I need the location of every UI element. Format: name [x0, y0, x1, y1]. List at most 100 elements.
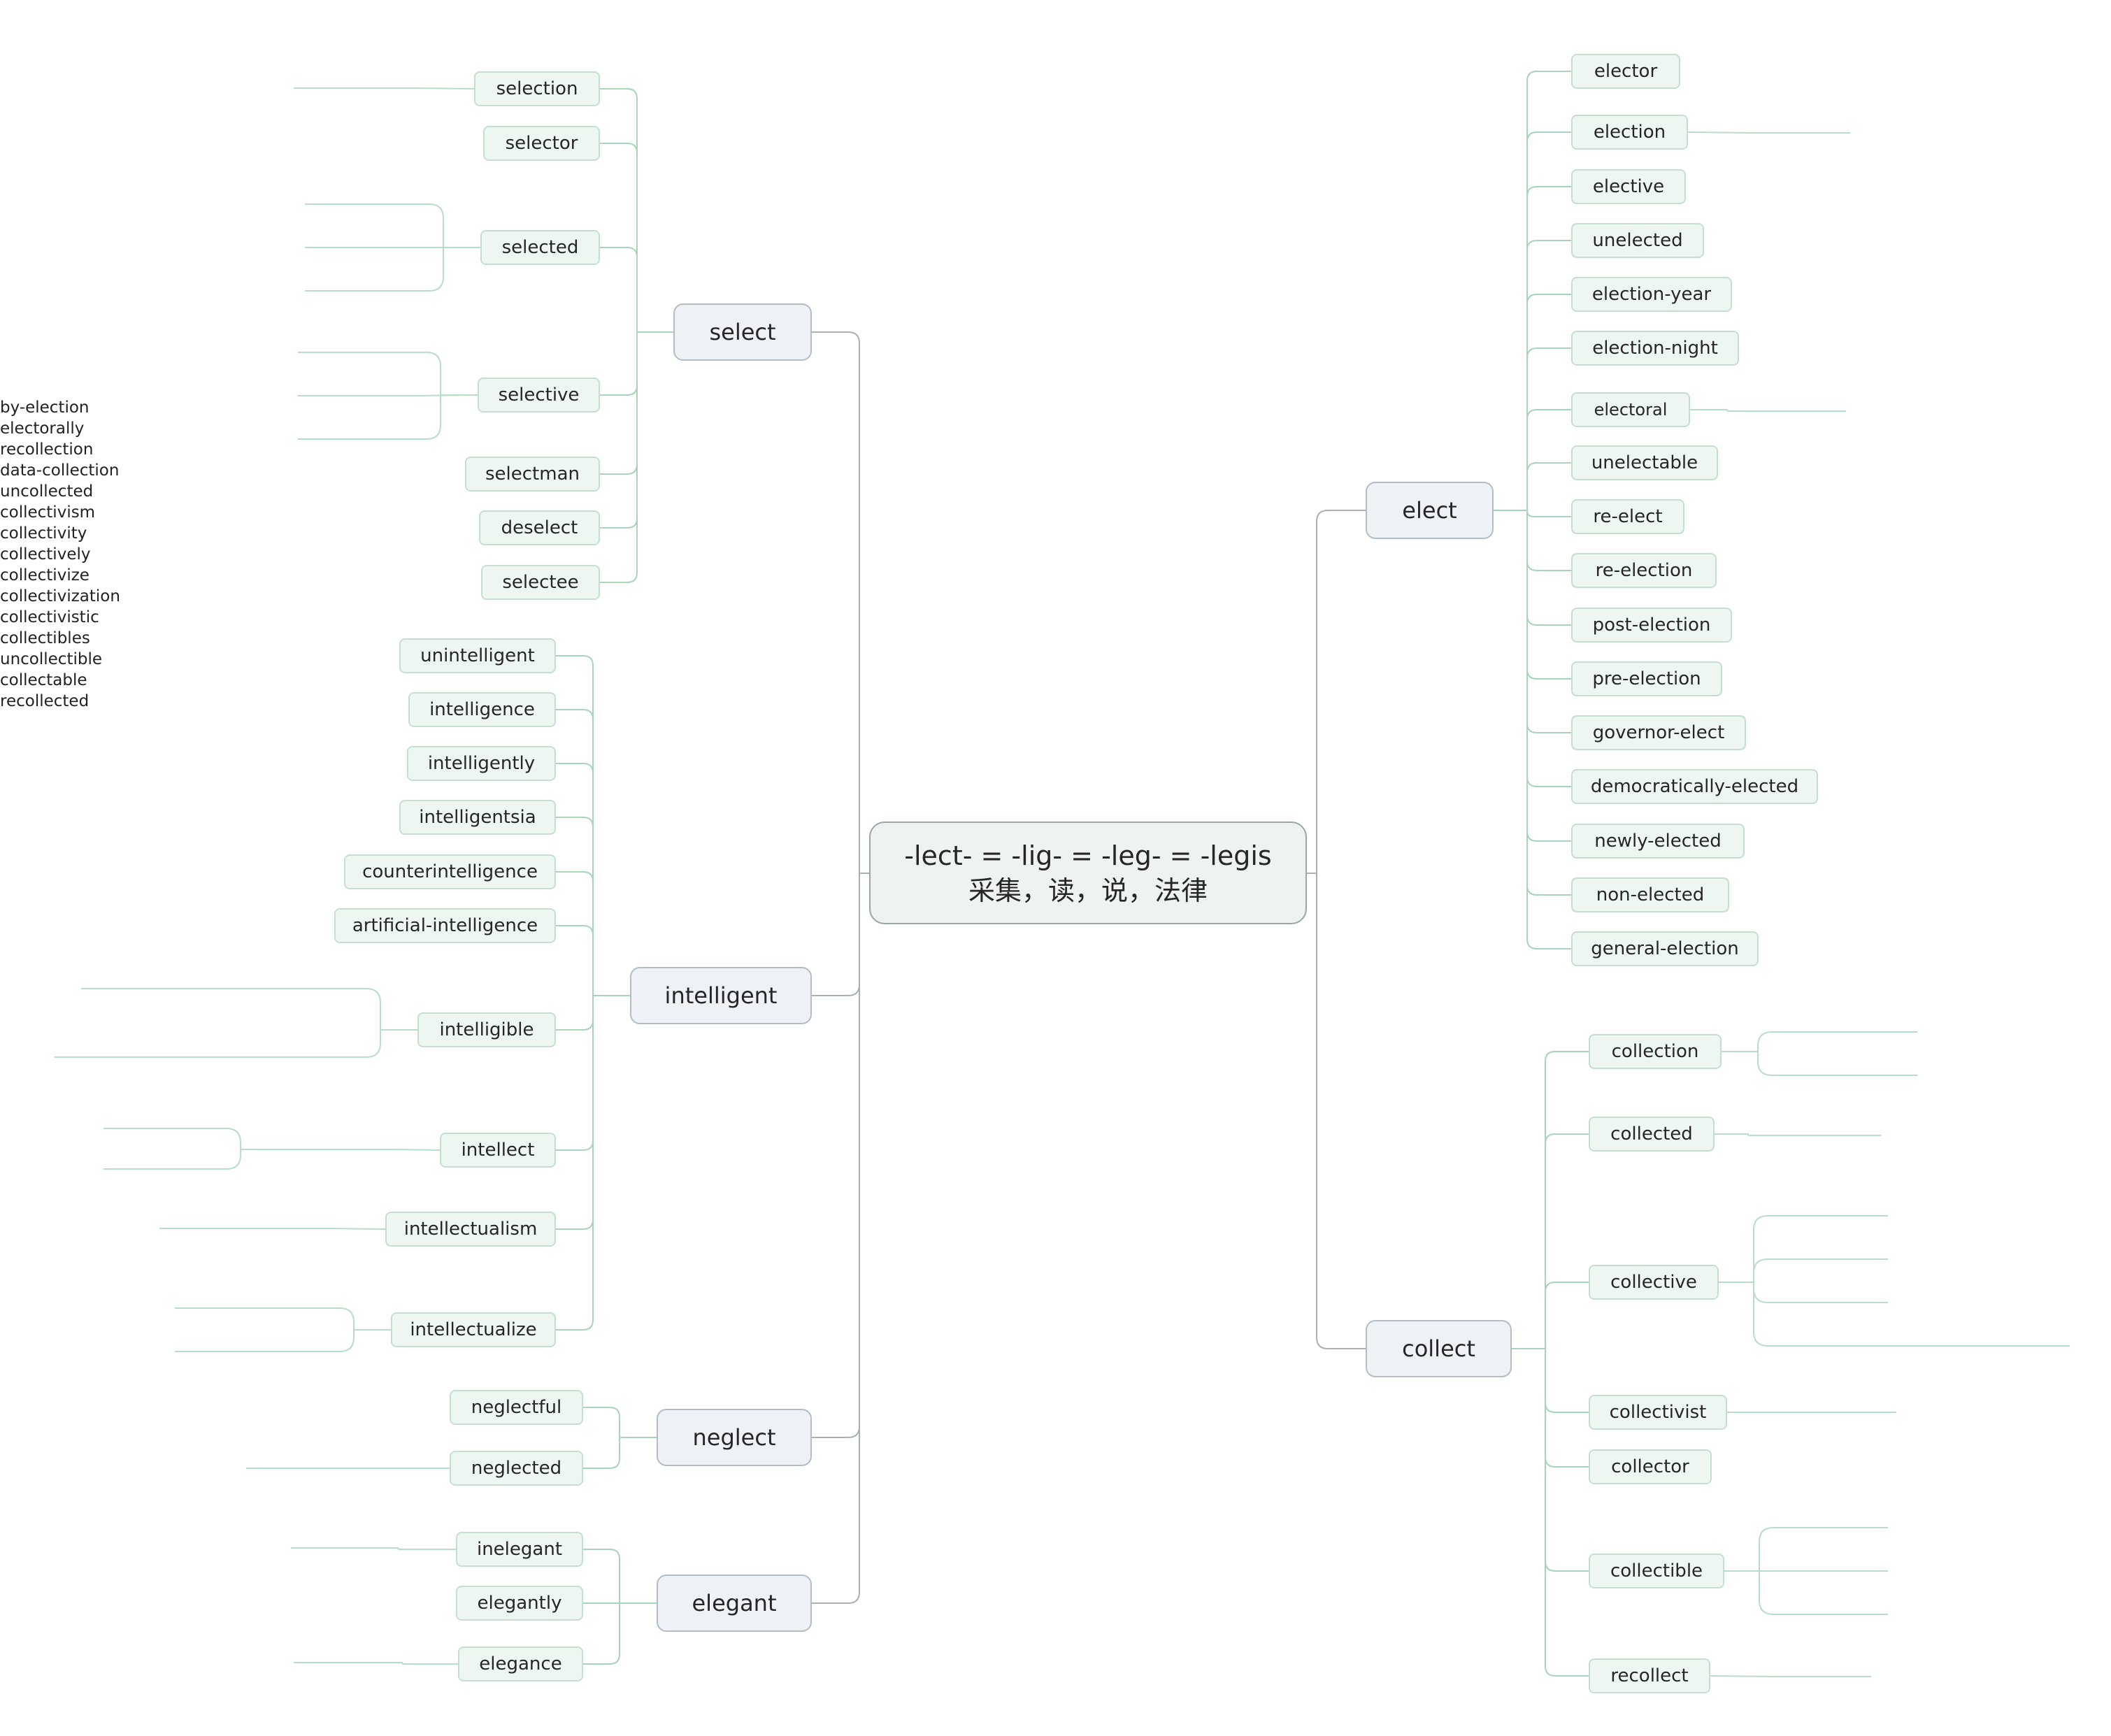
subtopic-re-elect[interactable]: re-elect: [1571, 499, 1684, 534]
topic-select[interactable]: select: [673, 303, 812, 361]
subtopic-intellect[interactable]: intellect: [440, 1133, 556, 1168]
leaf-data-collection[interactable]: data-collection: [0, 461, 120, 480]
edge-anti-intellectual: [210, 1149, 280, 1170]
edge-pre-selected: [420, 247, 480, 292]
topic-neglect[interactable]: neglect: [657, 1409, 812, 1466]
subtopic-inelegant[interactable]: inelegant: [456, 1532, 583, 1567]
subtopic-elector[interactable]: elector: [1571, 54, 1680, 89]
edge-elect-3: [1494, 240, 1571, 511]
edge-neglect-1: [583, 1437, 657, 1469]
edge-elect-5: [1494, 347, 1571, 511]
leaf-electorally[interactable]: electorally: [0, 419, 85, 438]
edge-intelligibility: [350, 1029, 417, 1058]
subtopic-electoral[interactable]: electoral: [1571, 392, 1690, 427]
leaf-collectivistic[interactable]: collectivistic: [0, 608, 99, 626]
subtopic-intelligible[interactable]: intelligible: [417, 1012, 556, 1047]
leaf-collectivization[interactable]: collectivization: [0, 587, 120, 605]
subtopic-post-election[interactable]: post-election: [1571, 608, 1732, 643]
edge-collectivize: [1719, 1282, 1787, 1347]
subtopic-non-elected[interactable]: non-elected: [1571, 877, 1729, 912]
edge-intellectual: [391, 1149, 441, 1151]
edge-select-1: [600, 143, 673, 333]
subtopic-election-year[interactable]: election-year: [1571, 277, 1732, 312]
leaf-collectivity[interactable]: collectivity: [0, 524, 87, 543]
topic-elect[interactable]: elect: [1366, 482, 1494, 539]
subtopic-unelected[interactable]: unelected: [1571, 223, 1704, 258]
edge-recollection: [1722, 1031, 1790, 1052]
edge-electorally: [1690, 409, 1755, 412]
leaf-recollected[interactable]: recollected: [0, 692, 90, 710]
leaf-uncollectible[interactable]: uncollectible: [0, 650, 102, 668]
leaf-collectable[interactable]: collectable: [0, 671, 87, 689]
edge-collect-3: [1512, 1348, 1589, 1413]
subtopic-intelligentsia[interactable]: intelligentsia: [399, 800, 556, 835]
subtopic-collective[interactable]: collective: [1589, 1265, 1719, 1300]
edge-self-selection: [412, 87, 475, 89]
edge-intelligent-3: [556, 817, 630, 996]
subtopic-deselect[interactable]: deselect: [479, 510, 600, 545]
subtopic-selector[interactable]: selector: [483, 126, 600, 161]
edge-neglect-0: [583, 1407, 657, 1438]
subtopic-artificial-intelligence[interactable]: artificial-intelligence: [334, 908, 556, 943]
edge-elegant-2: [583, 1602, 657, 1665]
subtopic-newly-elected[interactable]: newly-elected: [1571, 824, 1745, 859]
subtopic-collectible[interactable]: collectible: [1589, 1554, 1724, 1588]
subtopic-selectman[interactable]: selectman: [465, 457, 600, 492]
leaf-collectibles[interactable]: collectibles: [0, 629, 90, 647]
subtopic-neglectful[interactable]: neglectful: [450, 1390, 583, 1425]
subtopic-governor-elect[interactable]: governor-elect: [1571, 715, 1746, 750]
edge-collectibles: [1724, 1527, 1793, 1572]
subtopic-collected[interactable]: collected: [1589, 1117, 1715, 1152]
edge-intelligibly: [350, 988, 417, 1031]
subtopic-intelligently[interactable]: intelligently: [407, 746, 556, 781]
subtopic-intellectualize[interactable]: intellectualize: [391, 1312, 556, 1347]
subtopic-selectee[interactable]: selectee: [481, 565, 600, 600]
leaf-collectivism[interactable]: collectivism: [0, 503, 96, 522]
edge-intelligent-5: [556, 925, 630, 996]
subtopic-elegantly[interactable]: elegantly: [456, 1586, 583, 1621]
edge-elect-16: [1494, 510, 1571, 949]
subtopic-pre-election[interactable]: pre-election: [1571, 661, 1722, 696]
subtopic-general-election[interactable]: general-election: [1571, 931, 1759, 966]
subtopic-intellectualism[interactable]: intellectualism: [385, 1212, 556, 1247]
subtopic-unintelligent[interactable]: unintelligent: [399, 638, 556, 673]
edge-select-6: [600, 331, 673, 583]
leaf-collectivize[interactable]: collectivize: [0, 566, 90, 584]
subtopic-neglected[interactable]: neglected: [450, 1451, 583, 1486]
subtopic-counterintelligence[interactable]: counterintelligence: [344, 854, 556, 889]
edge-intelligent-0: [556, 655, 630, 996]
leaf-by-election[interactable]: by-election: [0, 399, 90, 417]
edge-select-0: [600, 88, 673, 333]
subtopic-re-election[interactable]: re-election: [1571, 553, 1717, 588]
subtopic-collection[interactable]: collection: [1589, 1034, 1722, 1069]
leaf-uncollected[interactable]: uncollected: [0, 482, 94, 501]
edge-non-selective: [417, 394, 478, 440]
subtopic-elegance[interactable]: elegance: [458, 1647, 583, 1681]
leaf-collectively[interactable]: collectively: [0, 545, 91, 564]
edge-intelligent-1: [556, 709, 630, 996]
topic-collect[interactable]: collect: [1366, 1320, 1512, 1377]
edge-intelligent-9: [556, 995, 630, 1330]
root-topic[interactable]: -lect- = -lig- = -leg- = -legis 采集，读，说，法…: [869, 822, 1307, 924]
subtopic-collectivist[interactable]: collectivist: [1589, 1395, 1727, 1430]
subtopic-elective[interactable]: elective: [1571, 169, 1686, 204]
subtopic-democratically-elected[interactable]: democratically-elected: [1571, 769, 1818, 804]
subtopic-recollect[interactable]: recollect: [1589, 1658, 1710, 1693]
edge-unselected: [420, 203, 480, 248]
subtopic-unelectable[interactable]: unelectable: [1571, 445, 1718, 480]
edge-elect-7: [1494, 462, 1571, 511]
subtopic-election[interactable]: election: [1571, 115, 1688, 150]
edge-collect-0: [1512, 1051, 1589, 1349]
subtopic-collector[interactable]: collector: [1589, 1449, 1712, 1484]
subtopic-intelligence[interactable]: intelligence: [408, 692, 556, 727]
subtopic-selected[interactable]: selected: [480, 230, 600, 265]
edge-elect-1: [1494, 131, 1571, 511]
subtopic-selection[interactable]: selection: [474, 71, 600, 106]
subtopic-election-night[interactable]: election-night: [1571, 331, 1739, 366]
edge-selectivity: [417, 352, 478, 396]
topic-intelligent[interactable]: intelligent: [630, 967, 812, 1024]
subtopic-selective[interactable]: selective: [478, 378, 600, 413]
topic-elegant[interactable]: elegant: [657, 1574, 812, 1632]
leaf-recollection[interactable]: recollection: [0, 440, 94, 459]
